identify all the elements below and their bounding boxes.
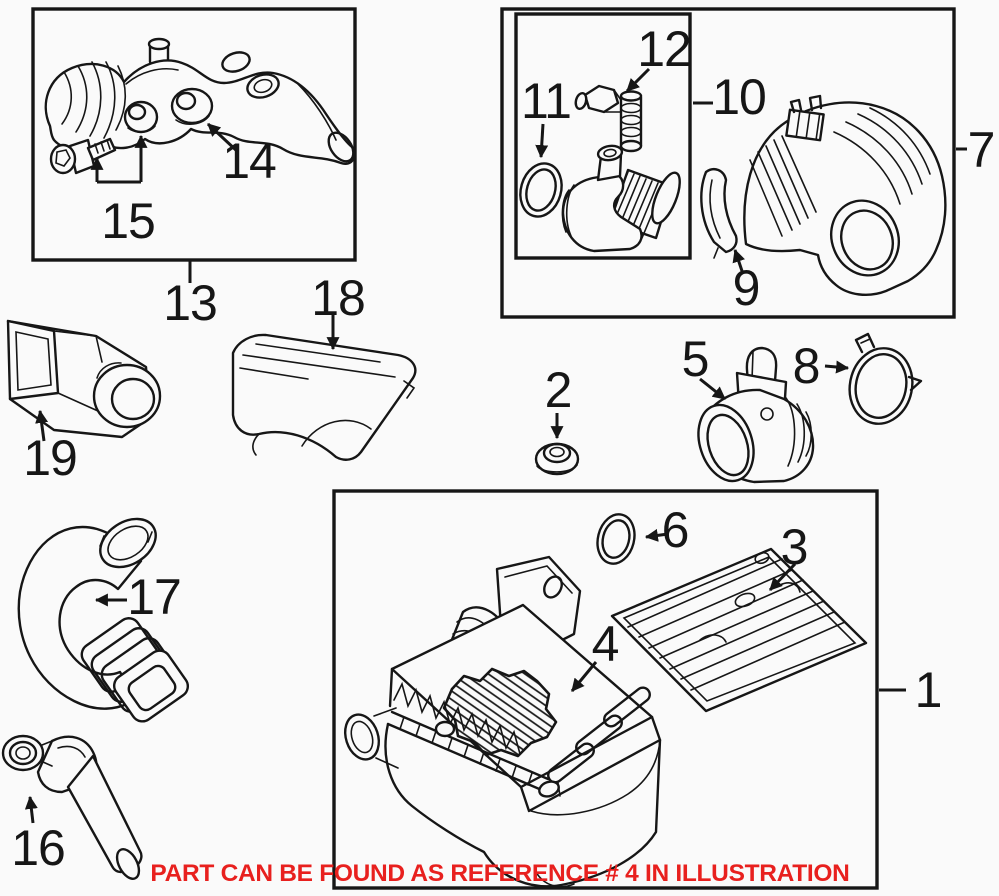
part-6-o-ring-drawing <box>596 513 636 565</box>
part-14-grommet-drawing <box>170 87 214 125</box>
part-label-4: 4 <box>591 616 620 672</box>
part-label-8: 8 <box>792 338 821 394</box>
part-19-inlet-duct-drawing <box>6 319 162 439</box>
arrow-to-part-11 <box>535 123 549 159</box>
part-label-16: 16 <box>11 820 66 876</box>
arrow-to-part-8 <box>824 360 850 374</box>
part-label-15: 15 <box>101 193 156 249</box>
part-18-air-guide-drawing <box>231 333 417 461</box>
part-label-10: 10 <box>712 69 767 125</box>
arrow-to-part-5 <box>699 377 726 401</box>
arrow-to-part-16 <box>24 795 38 824</box>
part-label-17: 17 <box>127 569 182 625</box>
arrow-to-part-6 <box>644 528 669 542</box>
part-label-11: 11 <box>521 73 572 129</box>
part-label-13: 13 <box>163 275 218 331</box>
part-label-6: 6 <box>661 502 690 558</box>
part-16-vent-pipe-drawing <box>1 734 143 880</box>
part-label-7: 7 <box>967 122 996 178</box>
arrow-to-part-4 <box>570 661 598 692</box>
part-12-valve-drawing <box>574 84 643 153</box>
arrow-to-part-9 <box>732 248 745 272</box>
part-5-maf-sensor-drawing <box>697 346 815 484</box>
part-11-o-ring-drawing <box>519 162 563 218</box>
part-15-grommet-drawing <box>123 100 159 134</box>
arrow-to-part-19 <box>35 409 49 442</box>
part-10-elbow-pipe-drawing <box>561 144 681 253</box>
part-label-14: 14 <box>222 133 277 189</box>
part-1-air-cleaner-assembly-drawing <box>344 555 662 888</box>
reference-banner: PART CAN BE FOUND AS REFERENCE # 4 IN IL… <box>150 860 850 887</box>
part-2-grommet-drawing <box>534 442 580 476</box>
part-label-19: 19 <box>23 430 78 486</box>
part-8-clamp-drawing <box>848 332 923 425</box>
bracket-to-part-15 <box>90 134 148 184</box>
part-17-hose-drawing <box>17 517 190 723</box>
part-label-1: 1 <box>914 662 943 718</box>
callout-box-1 <box>332 489 879 890</box>
part-label-2: 2 <box>544 362 573 418</box>
part-label-9: 9 <box>732 260 761 316</box>
part-label-3: 3 <box>780 519 809 575</box>
arrow-to-part-12 <box>625 67 651 93</box>
part-4-filter-window <box>442 667 558 758</box>
callout-box-7 <box>500 7 967 319</box>
arrow-to-part-14 <box>206 122 240 154</box>
part-label-18: 18 <box>311 270 366 326</box>
callout-box-13 <box>31 7 357 283</box>
part-3-filter-element-drawing <box>610 547 868 713</box>
part-15-bolt-drawing <box>49 137 117 175</box>
part-label-5: 5 <box>681 331 710 387</box>
part-7-air-duct-hose-drawing <box>743 94 947 297</box>
arrow-to-part-3 <box>768 562 797 592</box>
part-9-bracket-drawing <box>700 168 738 259</box>
part-label-12: 12 <box>637 21 692 77</box>
